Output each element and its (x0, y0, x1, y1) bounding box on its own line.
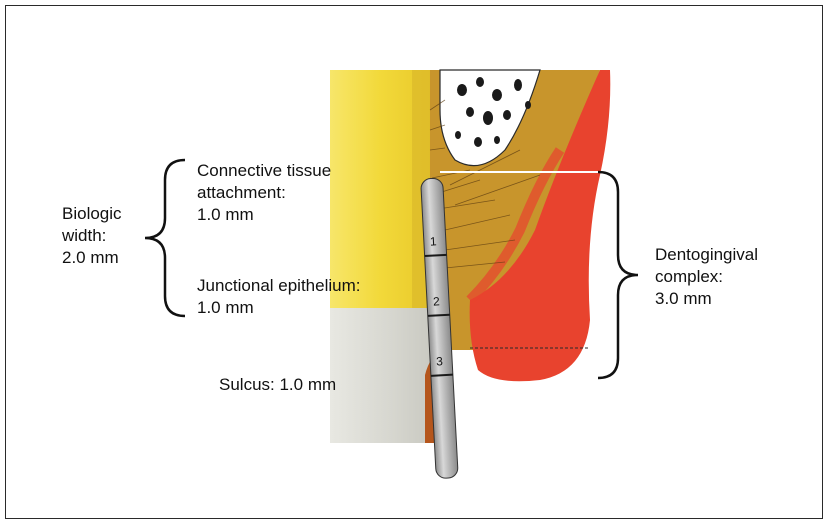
probe-mark-3: 3 (436, 354, 444, 368)
junctional-epithelium-line-2: 1.0 mm (197, 297, 360, 319)
biologic-width-line-2: width: (62, 225, 122, 247)
dentogingival-brace (598, 172, 638, 378)
dentogingival-line-3: 3.0 mm (655, 288, 758, 310)
connective-tissue-line-2: attachment: (197, 182, 331, 204)
connective-tissue-line-3: 1.0 mm (197, 204, 331, 226)
junctional-epithelium-label: Junctional epithelium: 1.0 mm (197, 275, 360, 319)
sulcus-line-1: Sulcus: 1.0 mm (219, 374, 336, 396)
biologic-width-line-1: Biologic (62, 203, 122, 225)
connective-tissue-label: Connective tissue attachment: 1.0 mm (197, 160, 331, 226)
junctional-epithelium-line-1: Junctional epithelium: (197, 275, 360, 297)
sulcus-label: Sulcus: 1.0 mm (219, 374, 336, 396)
biologic-width-label: Biologic width: 2.0 mm (62, 203, 122, 269)
probe-mark-1: 1 (430, 234, 438, 248)
tooth-crown (330, 308, 435, 443)
biologic-width-line-3: 2.0 mm (62, 247, 122, 269)
dentogingival-line-1: Dentogingival (655, 244, 758, 266)
biologic-width-brace (145, 160, 185, 316)
dentogingival-complex-label: Dentogingival complex: 3.0 mm (655, 244, 758, 310)
probe-mark-2: 2 (433, 294, 441, 308)
connective-tissue-line-1: Connective tissue (197, 160, 331, 182)
dentogingival-line-2: complex: (655, 266, 758, 288)
